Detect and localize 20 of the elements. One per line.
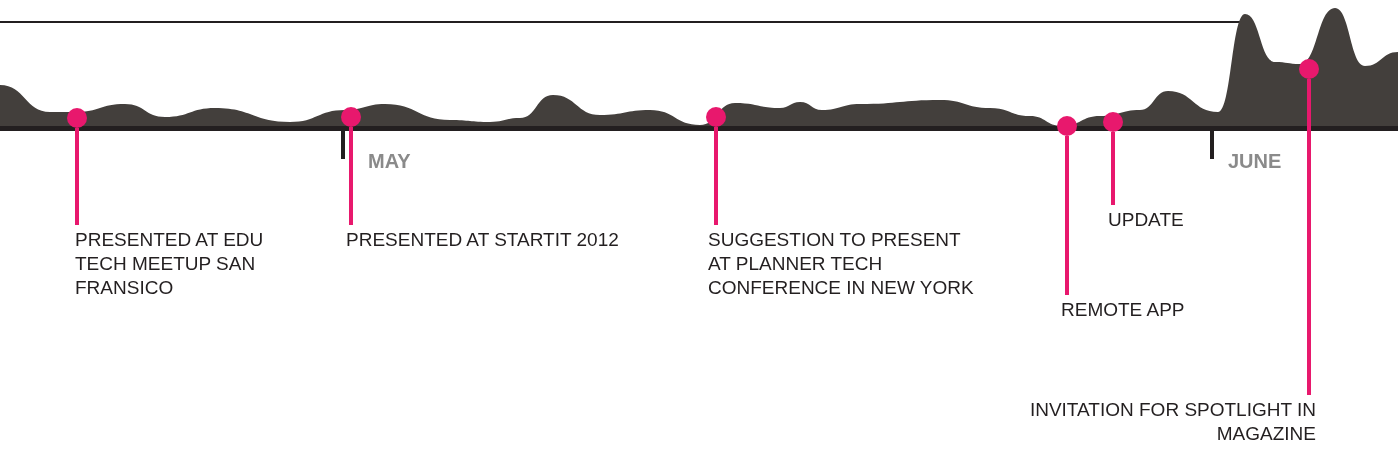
event-caption: INVITATION FOR SPOTLIGHT IN MAGAZINE [1028,398,1316,446]
leader-line [75,128,79,225]
month-label: JUNE [1228,150,1282,173]
event-marker-dot [341,107,361,127]
event-caption: PRESENTED AT STARTIT 2012 [346,228,620,252]
event-caption: SUGGESTION TO PRESENT AT PLANNER TECH CONFERENCE IN NEW YORK [708,228,975,300]
leader-line [714,127,718,225]
event-marker-dot [67,108,87,128]
month-label: MAY [368,150,411,173]
leader-line [1111,132,1115,205]
event-caption: REMOTE APP [1061,298,1186,322]
leader-line [1307,79,1311,395]
event-marker-dot [1299,59,1319,79]
event-marker-dot [1057,116,1077,136]
event-marker-dot [1103,112,1123,132]
event-caption: PRESENTED AT EDU TECH MEETUP SAN FRANSICO [75,228,265,300]
leader-line [1065,136,1069,295]
event-caption: UPDATE [1108,208,1185,232]
leader-line [349,127,353,225]
event-marker-dot [706,107,726,127]
